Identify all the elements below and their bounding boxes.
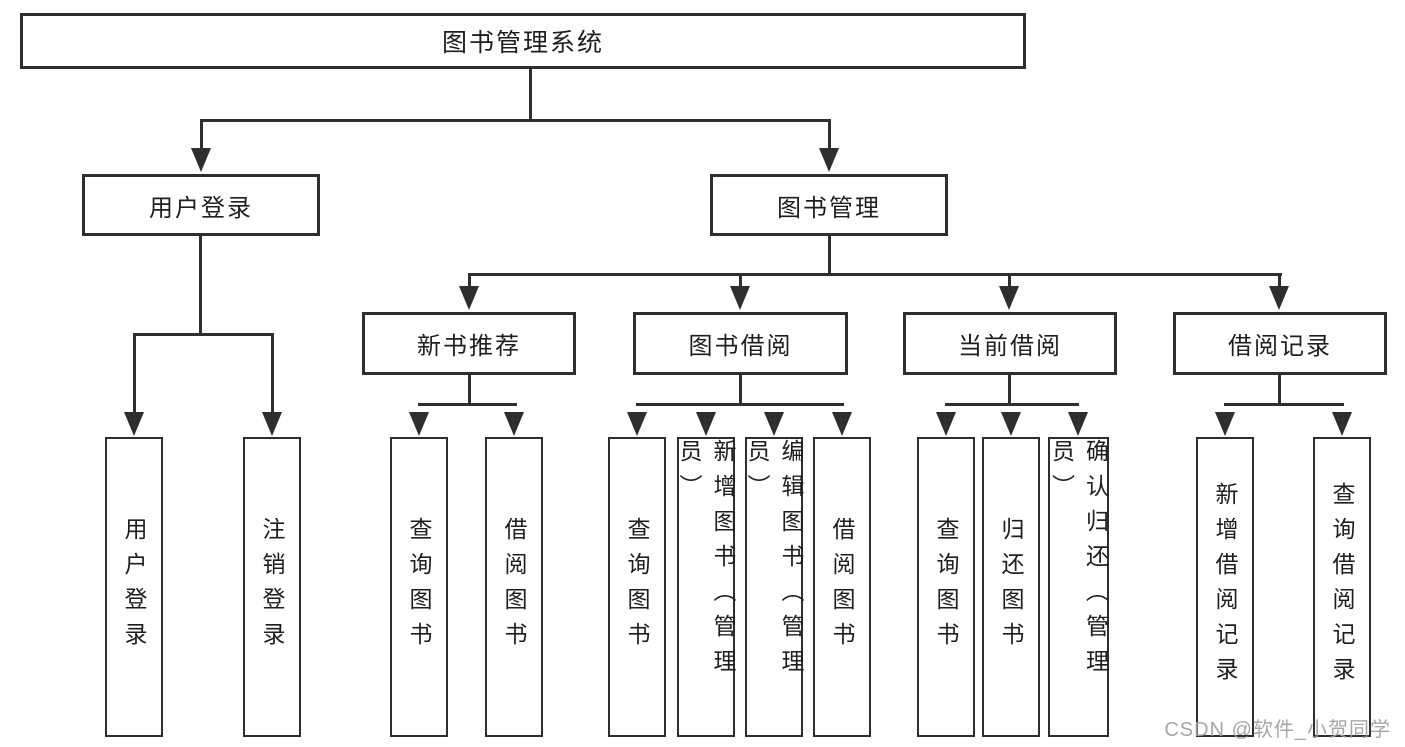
node-label: 新书推荐 (417, 333, 521, 360)
arrowhead-new-book (459, 286, 479, 310)
connector-user-login-stub (199, 236, 202, 336)
leaf-label: 查询图书 (933, 517, 959, 657)
arrowhead-login (124, 412, 144, 436)
leaf-label: 借阅图书 (829, 517, 855, 657)
leaf-cb-return-books: 归还图书 (982, 437, 1040, 737)
leaf-cb-query-books: 查询图书 (917, 437, 975, 737)
leaf-bb-add-books-admin: 新增图书（管理员） (676, 437, 736, 737)
leaf-label: 确认归还（管理员） (1048, 439, 1109, 684)
arrowhead-book-borrow (730, 286, 750, 310)
connector-drop-login (133, 333, 136, 413)
connector-drop-user-login (200, 119, 203, 151)
leaf-br-add-record: 新增借阅记录 (1196, 437, 1254, 737)
arrowhead-nb-query (409, 412, 429, 436)
arrowhead-bb-borrow (832, 412, 852, 436)
node-current-borrowing: 当前借阅 (903, 312, 1117, 375)
leaf-label: 查询图书 (406, 517, 432, 657)
connector-user-login-bus (133, 333, 274, 336)
connector-drop-book-borrow (739, 273, 742, 288)
leaf-logout: 注销登录 (243, 437, 301, 737)
arrowhead-user-login (191, 148, 211, 172)
node-book-management: 图书管理 (710, 174, 948, 236)
arrowhead-current-borrow (999, 286, 1019, 310)
node-label: 图书管理系统 (441, 29, 604, 57)
node-label: 用户登录 (149, 194, 253, 222)
leaf-label: 新增图书（管理员） (676, 439, 736, 684)
connector-book-borrow-stub (739, 375, 742, 406)
arrowhead-book-mgmt (819, 148, 839, 172)
node-label: 图书管理 (777, 194, 881, 222)
leaf-br-query-record: 查询借阅记录 (1313, 437, 1371, 737)
leaf-label: 借阅图书 (501, 517, 527, 657)
connector-drop-borrow-records (1278, 273, 1281, 288)
arrowhead-cb-confirm (1068, 412, 1088, 436)
connector-drop-new-book (468, 273, 471, 288)
arrowhead-bb-query (627, 412, 647, 436)
leaf-label: 查询借阅记录 (1329, 482, 1355, 692)
leaf-user-login: 用户登录 (105, 437, 163, 737)
connector-drop-book-mgmt (828, 119, 831, 151)
leaf-bb-query-books: 查询图书 (608, 437, 666, 737)
connector-book-mgmt-stub (828, 236, 831, 276)
connector-level1-bus (200, 119, 831, 122)
connector-new-book-bus (418, 403, 517, 406)
arrowhead-cb-query (936, 412, 956, 436)
connector-drop-current-borrow (1008, 273, 1011, 288)
arrowhead-bb-add (696, 412, 716, 436)
node-library-system: 图书管理系统 (20, 13, 1026, 69)
node-label: 当前借阅 (958, 333, 1062, 360)
node-borrowing-records: 借阅记录 (1173, 312, 1387, 375)
leaf-cb-confirm-return-admin: 确认归还（管理员） (1048, 437, 1109, 737)
leaf-label: 编辑图书（管理员） (744, 439, 804, 684)
connector-root-stub (529, 69, 532, 120)
arrowhead-br-add (1215, 412, 1235, 436)
node-user-login-module: 用户登录 (82, 174, 320, 236)
leaf-nb-query-books: 查询图书 (390, 437, 448, 737)
leaf-label: 查询图书 (624, 517, 650, 657)
leaf-bb-edit-books-admin: 编辑图书（管理员） (744, 437, 804, 737)
node-new-book-recommend: 新书推荐 (362, 312, 576, 375)
connector-drop-logout (271, 333, 274, 413)
node-label: 借阅记录 (1228, 333, 1332, 360)
arrowhead-br-query (1332, 412, 1352, 436)
leaf-label: 新增借阅记录 (1212, 482, 1238, 692)
node-book-borrowing: 图书借阅 (633, 312, 848, 375)
leaf-label: 用户登录 (121, 517, 147, 657)
connector-current-borrow-bus (945, 403, 1079, 406)
arrowhead-logout (262, 412, 282, 436)
leaf-label: 归还图书 (998, 517, 1024, 657)
connector-level2-bus (468, 273, 1282, 276)
connector-current-borrow-stub (1008, 375, 1011, 406)
arrowhead-nb-borrow (504, 412, 524, 436)
arrowhead-cb-return (1001, 412, 1021, 436)
leaf-bb-borrow-books: 借阅图书 (813, 437, 871, 737)
node-label: 图书借阅 (688, 333, 793, 360)
connector-borrow-records-bus (1224, 403, 1344, 406)
connector-new-book-stub (468, 375, 471, 406)
csdn-watermark: CSDN @软件_小贺同学 (1164, 719, 1391, 741)
arrowhead-borrow-records (1269, 286, 1289, 310)
connector-book-borrow-bus (636, 403, 844, 406)
connector-borrow-records-stub (1278, 375, 1281, 406)
leaf-label: 注销登录 (259, 517, 285, 657)
leaf-nb-borrow-books: 借阅图书 (485, 437, 543, 737)
arrowhead-bb-edit (764, 412, 784, 436)
